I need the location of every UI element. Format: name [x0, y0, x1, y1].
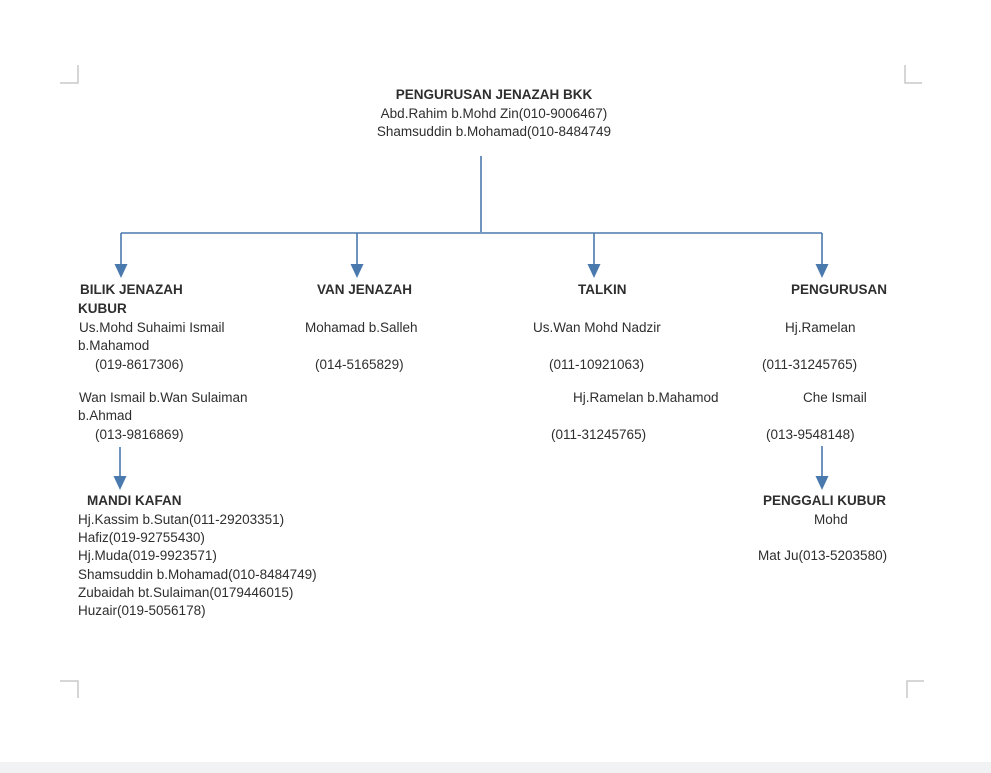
- branch-title-pengurusan: PENGURUSAN: [791, 282, 888, 297]
- person-line: Us.Mohd Suhaimi Ismail: [79, 320, 225, 335]
- crop-mark-top-left-icon: [60, 65, 79, 84]
- person-line: Us.Wan Mohd Nadzir: [533, 320, 661, 335]
- phone-line: (013-9816869): [95, 427, 184, 442]
- branch-title-bilik-jenazah: BILIK JENAZAH: [80, 282, 183, 297]
- person-line: Shamsuddin b.Mohamad(010-8484749): [78, 567, 317, 582]
- person-line: Mat Ju(013-5203580): [758, 548, 888, 563]
- branch-title-penggali-kubur: PENGGALI KUBUR: [763, 493, 887, 508]
- org-root-contact: Shamsuddin b.Mohamad(010-8484749: [376, 124, 612, 139]
- person-line: Zubaidah bt.Sulaiman(0179446015): [78, 585, 294, 600]
- person-line: b.Mahamod: [78, 338, 150, 353]
- arrow-down-icon: [815, 264, 829, 278]
- person-line: Hafiz(019-92755430): [78, 530, 205, 545]
- phone-line: (011-31245765): [551, 427, 647, 442]
- phone-line: (011-31245765): [762, 357, 858, 372]
- phone-line: (013-9548148): [766, 427, 855, 442]
- phone-line: (019-8617306): [95, 357, 184, 372]
- connector-lines: [119, 156, 823, 478]
- page-footer-strip: [0, 762, 991, 773]
- crop-mark-bottom-left-icon: [60, 680, 79, 698]
- person-line: Hj.Ramelan b.Mahamod: [573, 390, 719, 405]
- branch-title-kubur: KUBUR: [78, 301, 127, 316]
- phone-line: (014-5165829): [315, 357, 404, 372]
- crop-mark-bottom-right-icon: [906, 680, 924, 698]
- arrow-down-icon: [350, 264, 364, 278]
- person-line: Hj.Kassim b.Sutan(011-29203351): [78, 512, 285, 527]
- person-line: Hj.Ramelan: [785, 320, 856, 335]
- org-root-contact: Abd.Rahim b.Mohd Zin(010-9006467): [380, 105, 608, 121]
- arrow-down-icon: [587, 264, 601, 278]
- branch-title-talkin: TALKIN: [578, 282, 627, 297]
- arrow-down-icon: [114, 264, 128, 278]
- phone-line: (011-10921063): [549, 357, 645, 372]
- org-root-node: PENGURUSAN JENAZAH BKK Abd.Rahim b.Mohd …: [254, 86, 734, 142]
- arrow-down-icon: [815, 476, 829, 490]
- branch-title-van-jenazah: VAN JENAZAH: [317, 282, 413, 297]
- crop-mark-top-right-icon: [904, 65, 922, 84]
- person-line: Hj.Muda(019-9923571): [78, 548, 217, 563]
- connector-arrowheads: [113, 264, 829, 490]
- person-line: Mohd: [814, 512, 848, 527]
- person-line: Huzair(019-5056178): [78, 603, 206, 618]
- person-line: b.Ahmad: [78, 408, 133, 423]
- person-line: Wan Ismail b.Wan Sulaiman: [79, 390, 248, 405]
- org-root-title: PENGURUSAN JENAZAH BKK: [395, 87, 593, 102]
- branch-title-mandi-kafan: MANDI KAFAN: [87, 493, 182, 508]
- person-line: Mohamad b.Salleh: [305, 320, 418, 335]
- arrow-down-icon: [113, 476, 127, 490]
- person-line: Che Ismail: [803, 390, 867, 405]
